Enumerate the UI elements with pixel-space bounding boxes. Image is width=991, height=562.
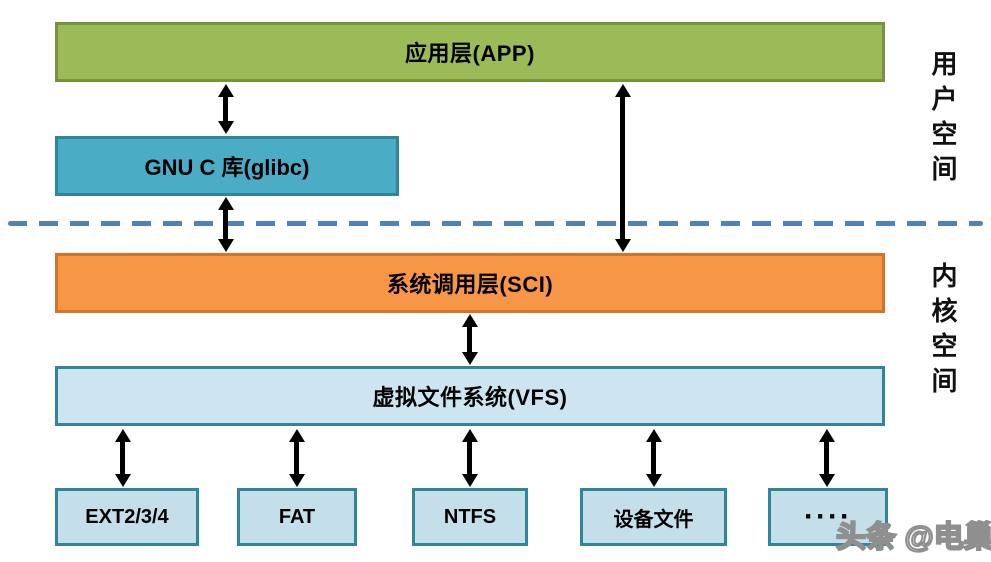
fs-box-others: ····	[768, 488, 888, 546]
arrow-sci-vfs-icon	[462, 314, 478, 365]
user-kernel-divider-line	[8, 221, 983, 226]
arrowhead-up-icon	[218, 84, 234, 97]
fs-box-others-label: ····	[804, 500, 852, 533]
arrowhead-down-icon	[615, 239, 631, 252]
fs-box-ext234-label: EXT2/3/4	[85, 505, 169, 528]
fs-box-ntfs-label: NTFS	[443, 505, 497, 528]
arrow-app-glibc-icon	[218, 84, 234, 134]
fs-box-ext234: EXT2/3/4	[55, 488, 199, 546]
arrowhead-up-icon	[819, 429, 835, 442]
arrowhead-down-icon	[646, 474, 662, 487]
arrow-shaft	[467, 323, 472, 356]
arrowhead-up-icon	[462, 429, 478, 442]
fs-box-fat: FAT	[237, 488, 357, 546]
fs-box-device-files-label: 设备文件	[613, 508, 694, 531]
arrow-shaft	[120, 438, 125, 478]
arrow-shaft	[620, 93, 625, 243]
arrowhead-up-icon	[646, 429, 662, 442]
arrowhead-up-icon	[615, 84, 631, 97]
fs-box-ntfs: NTFS	[412, 488, 528, 546]
toutiao-watermark: 头条 @电巢	[835, 520, 991, 555]
arrowhead-down-icon	[218, 239, 234, 252]
user-space-label: 用户空间	[927, 50, 957, 190]
kernel-space-label: 内核空间	[927, 262, 957, 402]
arrowhead-down-icon	[462, 352, 478, 365]
arrowhead-down-icon	[462, 474, 478, 487]
arrow-shaft	[824, 438, 829, 478]
arrow-vfs-ntfs-icon	[462, 429, 478, 487]
arrowhead-down-icon	[819, 474, 835, 487]
arrowhead-up-icon	[218, 197, 234, 210]
arrowhead-up-icon	[462, 314, 478, 327]
arrowhead-down-icon	[115, 474, 131, 487]
arrow-shaft	[223, 206, 228, 243]
arrowhead-up-icon	[289, 429, 305, 442]
arrowhead-down-icon	[218, 121, 234, 134]
sci-layer-label: 系统调用层(SCI)	[386, 272, 554, 297]
app-layer-box: 应用层(APP)	[55, 22, 885, 82]
arrow-shaft	[467, 438, 472, 478]
sci-layer-box: 系统调用层(SCI)	[55, 253, 885, 313]
arrow-glibc-sci-icon	[218, 197, 234, 252]
app-layer-label: 应用层(APP)	[405, 41, 535, 66]
arrow-vfs-devfile-icon	[646, 429, 662, 487]
glibc-layer-label: GNU C 库(glibc)	[144, 155, 310, 180]
vfs-layer-label: 虚拟文件系统(VFS)	[372, 385, 568, 410]
arrow-shaft	[223, 93, 228, 125]
arrow-vfs-others-icon	[819, 429, 835, 487]
arrow-shaft	[651, 438, 656, 478]
arrow-vfs-ext-icon	[115, 429, 131, 487]
arrow-vfs-fat-icon	[289, 429, 305, 487]
vfs-layer-box: 虚拟文件系统(VFS)	[55, 366, 885, 426]
glibc-layer-box: GNU C 库(glibc)	[55, 136, 399, 196]
arrow-shaft	[294, 438, 299, 478]
arrowhead-down-icon	[289, 474, 305, 487]
arrow-app-sci-icon	[615, 84, 631, 252]
arrowhead-up-icon	[115, 429, 131, 442]
fs-box-device-files: 设备文件	[580, 488, 727, 546]
fs-box-fat-label: FAT	[278, 505, 316, 528]
